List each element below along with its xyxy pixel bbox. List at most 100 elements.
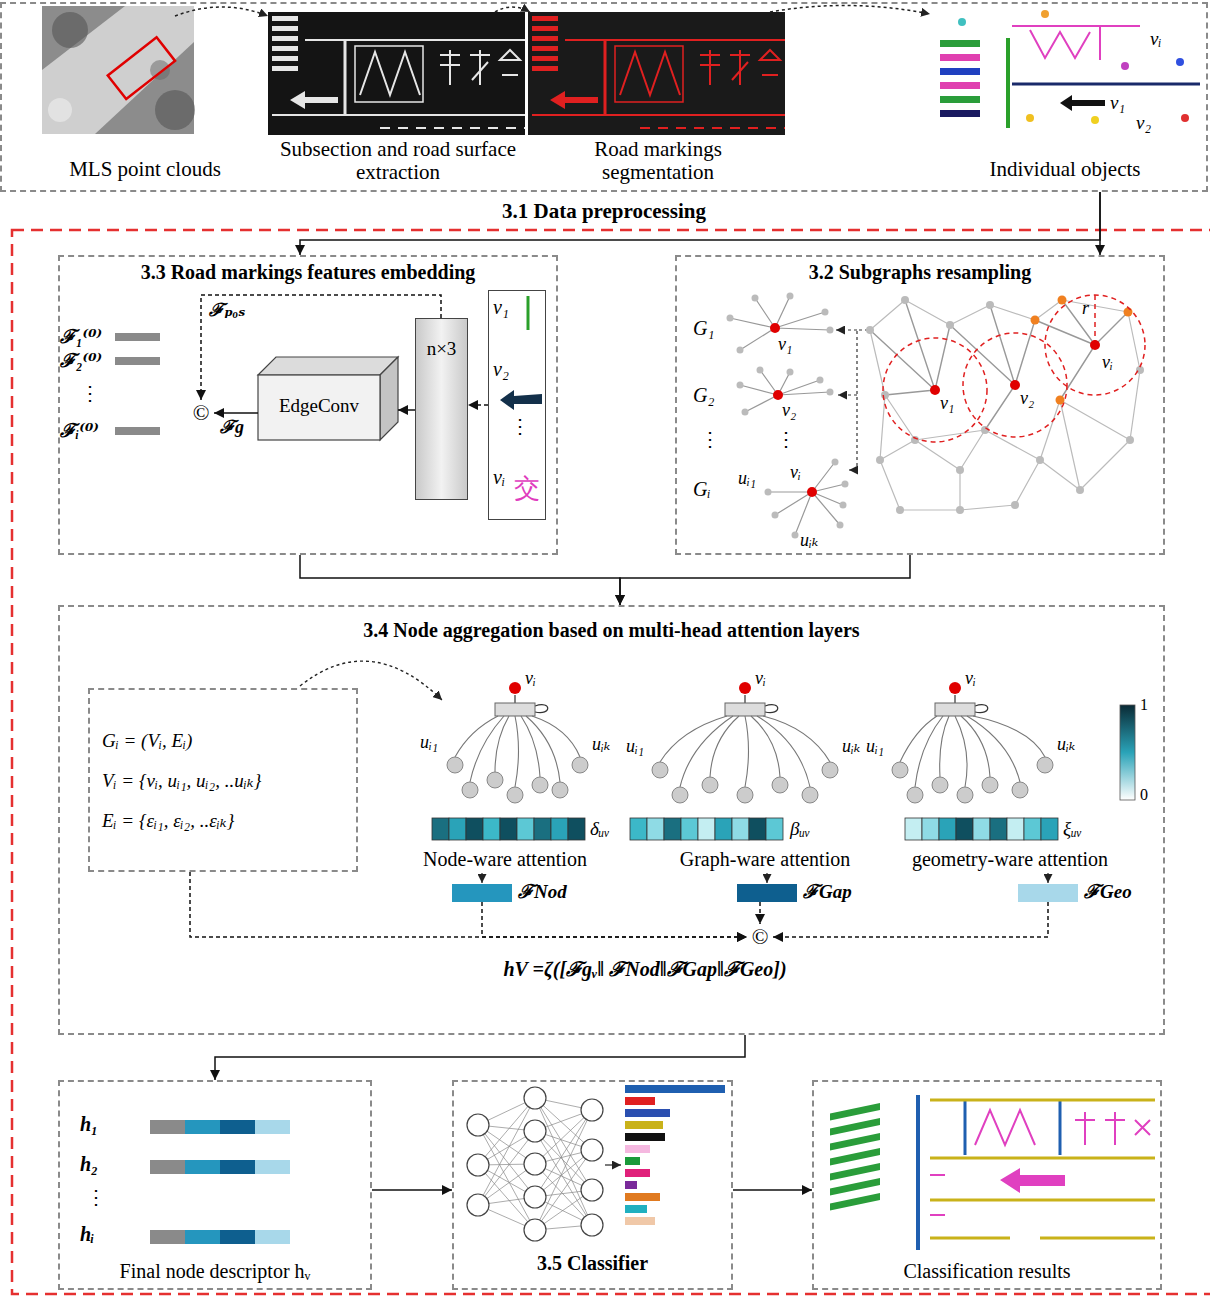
attention-caption: Node-ware attention bbox=[395, 848, 615, 871]
attention-weights bbox=[630, 818, 647, 840]
result-image bbox=[1000, 1168, 1065, 1193]
objects-image bbox=[1099, 26, 1101, 60]
scale-value: 1 bbox=[1140, 696, 1148, 714]
road-marking-graph bbox=[870, 300, 1140, 510]
result-image bbox=[830, 1103, 880, 1121]
point-cloud-image bbox=[42, 6, 194, 134]
resample-arrow bbox=[836, 330, 868, 470]
connector bbox=[372, 1189, 452, 1191]
descriptor-name: hᵢ bbox=[80, 1223, 95, 1246]
feature-name: ℱ₂⁽⁰⁾ bbox=[60, 350, 102, 372]
neural-network bbox=[467, 1087, 603, 1241]
graph-name: G₁ bbox=[693, 317, 714, 340]
attention-weights bbox=[1024, 818, 1041, 840]
road-surface-image bbox=[268, 12, 525, 135]
neural-network bbox=[605, 1164, 621, 1165]
attention-graph bbox=[907, 787, 923, 803]
result-image bbox=[830, 1118, 880, 1136]
flow-arrow bbox=[175, 5, 930, 16]
objects-image bbox=[940, 54, 980, 61]
attention-graph bbox=[535, 705, 548, 713]
matrix-box: n×3 bbox=[415, 318, 468, 500]
feature-name: ℱGap bbox=[803, 881, 852, 903]
attention-weights bbox=[698, 818, 715, 840]
result-image bbox=[830, 1148, 880, 1166]
connector bbox=[398, 409, 415, 411]
marking-glyph: 交 bbox=[514, 474, 540, 504]
node-id: vᵢ bbox=[755, 668, 766, 689]
road-marking-graph bbox=[1031, 296, 1133, 405]
ellipsis: ⋮ bbox=[86, 1186, 106, 1209]
connector bbox=[468, 404, 488, 406]
attention-graph bbox=[737, 787, 753, 803]
flow-arrow bbox=[495, 7, 530, 12]
graph-name: Gᵢ bbox=[693, 478, 711, 501]
neural-network bbox=[524, 1087, 546, 1109]
attention-graph bbox=[652, 762, 668, 778]
attention-graph bbox=[949, 682, 961, 694]
attention-graph bbox=[495, 703, 975, 716]
subgraph bbox=[742, 409, 749, 416]
object-id: v₁ bbox=[493, 296, 509, 319]
weight-name: ξᵤᵥ bbox=[1063, 818, 1082, 840]
attention-graph bbox=[935, 703, 975, 716]
feature-bar: ℱGap bbox=[737, 884, 797, 902]
formula: hV =ζ([ℱgᵥ‖ ℱNod‖ℱGap‖ℱGeo]) bbox=[395, 958, 895, 981]
subgraph bbox=[792, 532, 799, 539]
attention-graph bbox=[552, 782, 568, 798]
section-title: 3.4 Node aggregation based on multi-head… bbox=[58, 619, 1165, 642]
resample-arrow bbox=[836, 329, 857, 330]
point-cloud-image bbox=[42, 6, 194, 134]
subgraph bbox=[787, 293, 794, 300]
class-score-bar bbox=[625, 1133, 665, 1141]
subgraph bbox=[770, 323, 817, 497]
connector bbox=[300, 555, 620, 605]
objects-image bbox=[1030, 30, 1090, 58]
attention-weights bbox=[500, 818, 517, 840]
subgraph bbox=[727, 293, 849, 539]
attention-graph bbox=[765, 705, 778, 713]
result-image bbox=[975, 1110, 1035, 1145]
subgraph bbox=[837, 522, 844, 529]
neural-network bbox=[478, 1098, 592, 1230]
result-image bbox=[916, 1095, 920, 1250]
objects-image bbox=[940, 82, 980, 89]
node-id: uᵢ₁ bbox=[738, 468, 756, 489]
node-id: v₁ bbox=[778, 334, 792, 355]
feature-name: ℱᵢ⁽⁰⁾ bbox=[60, 420, 99, 442]
edgeconv-block: EdgeConv bbox=[258, 355, 398, 440]
road-marking-graph bbox=[946, 321, 954, 329]
flow-arrow bbox=[482, 873, 1048, 883]
subgraph bbox=[727, 293, 849, 539]
result-image bbox=[830, 1178, 880, 1196]
road-marking-graph bbox=[866, 295, 1145, 514]
attention-graph bbox=[495, 703, 535, 716]
attention-weights bbox=[681, 818, 698, 840]
road-marking-graph bbox=[881, 391, 889, 399]
road-marking-graph bbox=[866, 296, 1144, 514]
neural-network bbox=[581, 1099, 603, 1121]
point-cloud-image bbox=[108, 37, 175, 99]
subgraph bbox=[832, 459, 839, 466]
subgraph bbox=[822, 309, 829, 316]
ellipsis: ⋮ bbox=[510, 415, 530, 438]
feature-bar bbox=[115, 357, 160, 365]
class-score-bar bbox=[625, 1217, 655, 1225]
connector bbox=[620, 555, 910, 605]
descriptor-bar bbox=[185, 1120, 220, 1134]
neural-network bbox=[467, 1087, 621, 1241]
road-marking-graph bbox=[1124, 308, 1133, 317]
attention-graph bbox=[1037, 757, 1053, 773]
neural-network bbox=[524, 1153, 546, 1175]
attention-weights bbox=[1007, 818, 1024, 840]
feature-bar: ℱGeo bbox=[1018, 884, 1078, 902]
attention-weights bbox=[568, 818, 585, 840]
section-title: 3.1 Data preprocessing bbox=[0, 199, 1208, 223]
objects-image bbox=[940, 68, 980, 75]
attention-graph bbox=[572, 757, 588, 773]
image-caption: Road markings segmentation bbox=[558, 138, 758, 184]
segmentation-image bbox=[532, 16, 785, 128]
section-title: 3.3 Road markings features embedding bbox=[58, 261, 558, 284]
objects-image bbox=[1026, 114, 1034, 122]
neural-network bbox=[581, 1214, 603, 1236]
